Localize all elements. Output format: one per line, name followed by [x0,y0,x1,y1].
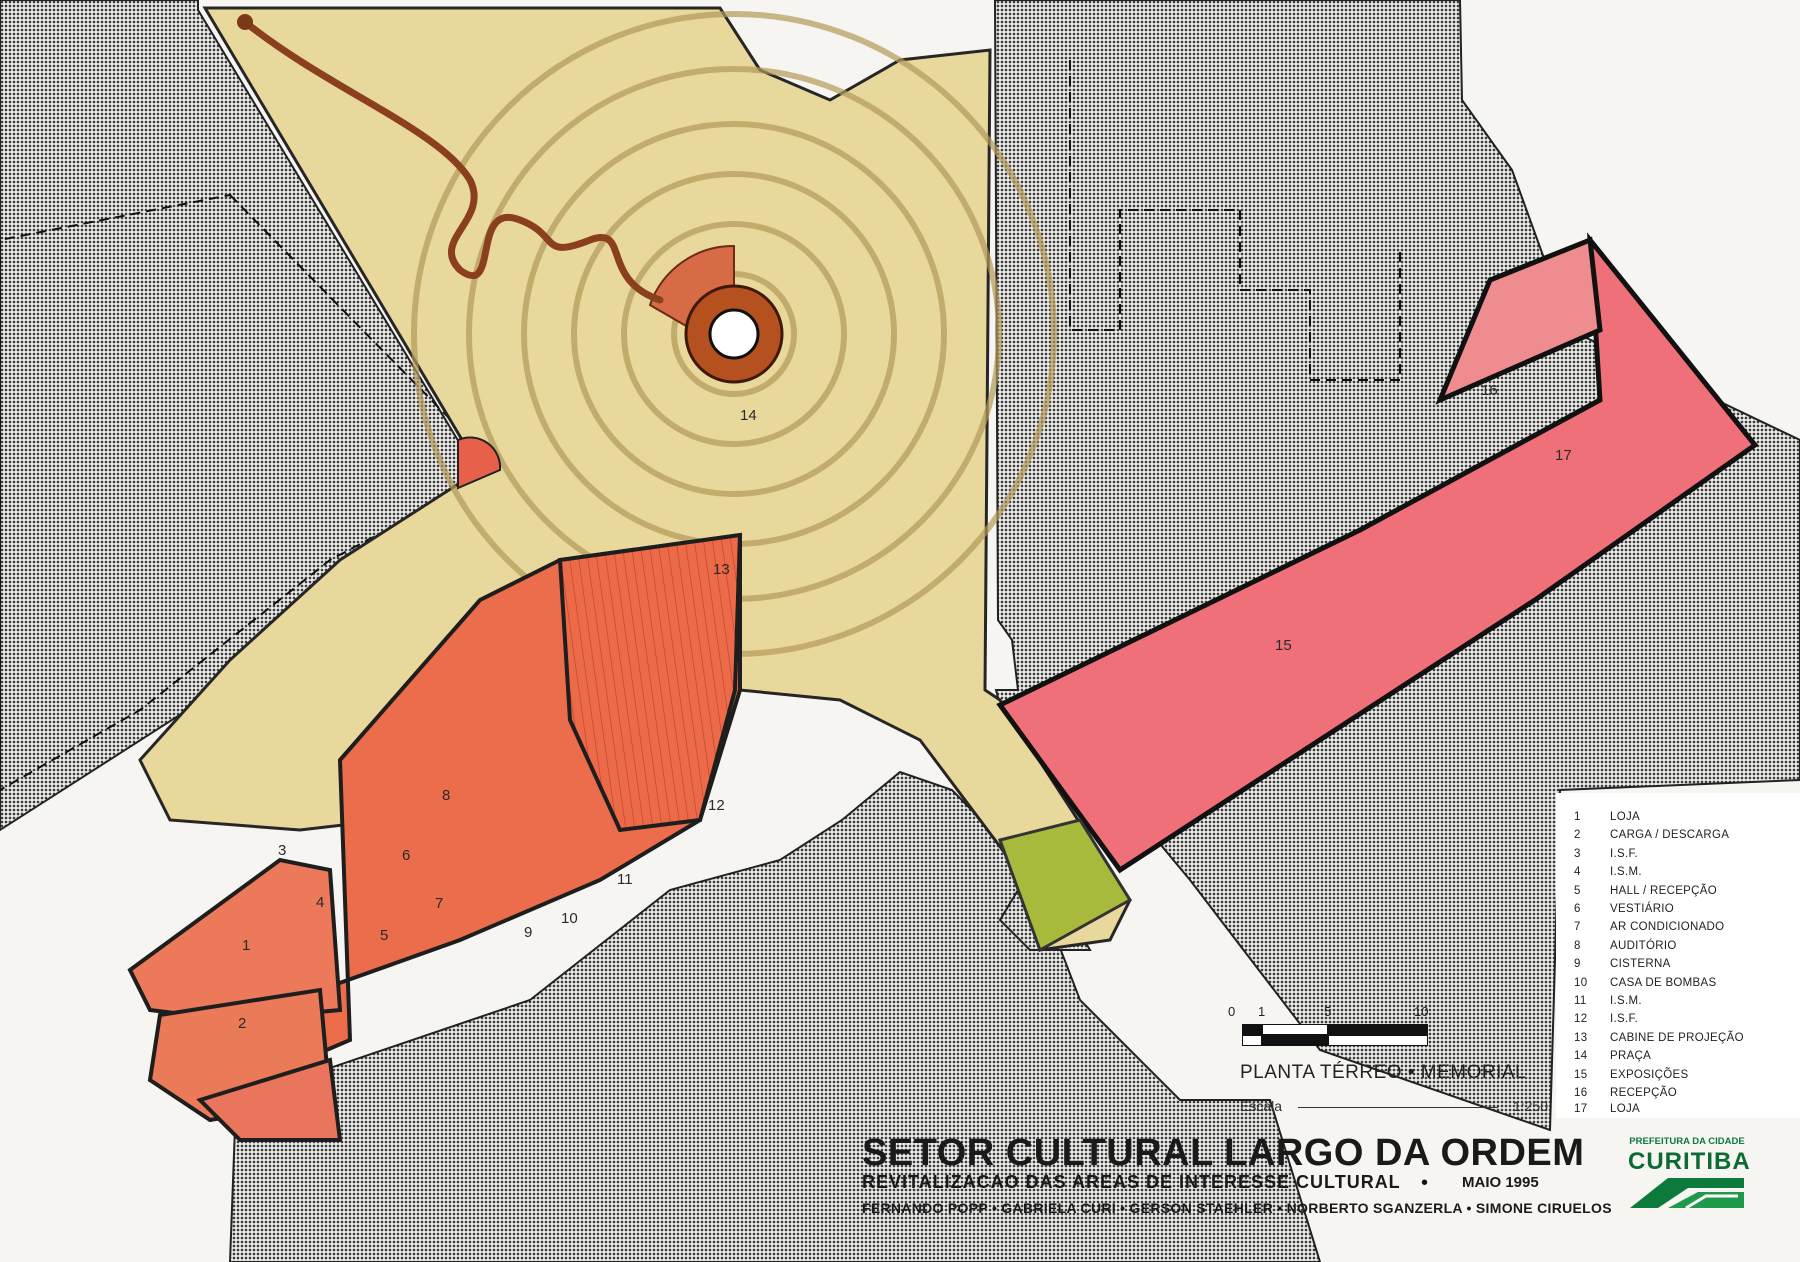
room-label: 2 [238,1015,246,1032]
legend-number: 5 [1574,884,1581,897]
legend-label: LOJA [1610,1103,1640,1115]
legend-label: CARGA / DESCARGA [1610,829,1730,842]
room-label: 1 [242,937,250,954]
room-label: 5 [380,927,388,944]
room-label: 17 [1555,447,1572,464]
legend-row: 16 RECEPÇÃO [1574,1087,1794,1104]
legend-number: 1 [1574,811,1581,823]
scale-tick: 1 [1258,1004,1266,1019]
legend-row: 10 CASA DE BOMBAS [1574,977,1794,994]
room-label: 14 [740,407,757,424]
legend-number: 3 [1574,847,1581,860]
exhibition-block [996,232,1759,874]
legend-number: 16 [1574,1087,1588,1099]
room-label: 11 [617,871,633,888]
scale-ratio: Escala 1:250 [1240,1098,1548,1118]
legend-row: 5 HALL / RECEPÇÃO [1574,885,1794,902]
room-label: 15 [1275,637,1292,654]
legend-row: 14 PRAÇA [1574,1050,1794,1067]
legend-label: CABINE DE PROJEÇÃO [1610,1031,1744,1044]
scale-bar-ticks: 0 1 5 10 [1228,1004,1428,1022]
water-channel [241,18,664,304]
legend-label: CISTERNA [1610,958,1671,971]
legend-number: 11 [1574,995,1587,1007]
room-label: 4 [316,894,324,911]
project-subtitle: REVITALIZACAO DAS AREAS DE INTERESSE CUL… [862,1172,1401,1192]
legend-row: 13 CABINE DE PROJEÇÃO [1574,1032,1794,1049]
scale-label: Escala [1240,1098,1283,1114]
legend-number: 2 [1574,829,1581,842]
room-label: 12 [708,797,725,814]
legend-number: 6 [1574,903,1581,915]
logo-caption: PREFEITURA DA CIDADE [1629,1136,1745,1147]
legend-number: 9 [1574,958,1581,971]
project-title: SETOR CULTURAL LARGO DA ORDEM [862,1132,1585,1174]
legend-row: 9 CISTERNA [1574,958,1794,975]
room-label: 6 [402,847,410,864]
scale-tick: 10 [1414,1004,1429,1019]
room-label: 10 [561,910,578,927]
legend-row: 15 EXPOSIÇÕES [1574,1069,1794,1086]
legend-row: 1 LOJA [1574,811,1794,828]
legend-label: CASA DE BOMBAS [1610,976,1717,989]
subtitle-separator: • [1421,1172,1429,1194]
project-authors: FERNANDO POPP • GABRIELA CURI • GERSON S… [862,1200,1612,1216]
legend-number: 12 [1574,1013,1588,1026]
legend-row: 4 I.S.M. [1574,866,1794,883]
scale-divider [1298,1107,1498,1108]
legend-number: 14 [1574,1050,1588,1063]
scale-value: 1:250 [1512,1098,1548,1114]
legend-row: 6 VESTIÁRIO [1574,903,1794,920]
legend-row: 7 AR CONDICIONADO [1574,921,1794,938]
legend-label: AR CONDICIONADO [1610,921,1725,934]
legend-label: RECEPÇÃO [1610,1087,1677,1099]
legend-row: 8 AUDITÓRIO [1574,940,1794,957]
legend-label: AUDITÓRIO [1610,939,1677,952]
legend-label: VESTIÁRIO [1610,903,1675,915]
room-label: 9 [524,924,532,941]
legend-row: 17 LOJA [1574,1103,1794,1120]
legend-row: 11 I.S.M. [1574,995,1794,1012]
legend-number: 17 [1574,1103,1588,1115]
auditorium-block [127,532,743,1142]
legend-label: HALL / RECEPÇÃO [1610,884,1717,897]
legend-row: 3 I.S.F. [1574,848,1794,865]
room-label: 7 [435,895,443,912]
legend-number: 15 [1574,1068,1588,1081]
room-label: 8 [442,787,450,804]
plan-title: PLANTA TÉRREO • MEMORIAL [1240,1062,1527,1083]
legend-number: 4 [1574,866,1581,879]
room-label: 3 [278,842,286,859]
legend-label: I.S.M. [1610,995,1642,1007]
logo-name: CURITIBA [1628,1148,1751,1175]
plaza-feature [457,436,502,490]
green-area [998,818,1133,953]
legend-label: LOJA [1610,811,1640,823]
legend-number: 7 [1574,921,1581,934]
project-date: MAIO 1995 [1462,1174,1539,1191]
legend-number: 13 [1574,1031,1588,1044]
legend-row: 12 I.S.F. [1574,1013,1794,1030]
scale-bar [1242,1024,1428,1048]
legend-label: I.S.M. [1610,866,1642,879]
scale-tick: 5 [1324,1004,1332,1019]
logo-mark-icon [1630,1178,1744,1210]
scale-tick: 0 [1228,1004,1236,1019]
room-label: 16 [1481,382,1498,399]
room-label: 13 [713,561,730,578]
legend-label: I.S.F. [1610,847,1639,860]
legend-number: 8 [1574,939,1581,952]
legend-label: I.S.F. [1610,1013,1639,1026]
legend-label: EXPOSIÇÕES [1610,1068,1689,1081]
legend-label: PRAÇA [1610,1050,1652,1063]
legend-row: 2 CARGA / DESCARGA [1574,829,1794,846]
legend-number: 10 [1574,976,1588,989]
curitiba-logo: PREFEITURA DA CIDADE CURITIBA [1628,1136,1751,1212]
